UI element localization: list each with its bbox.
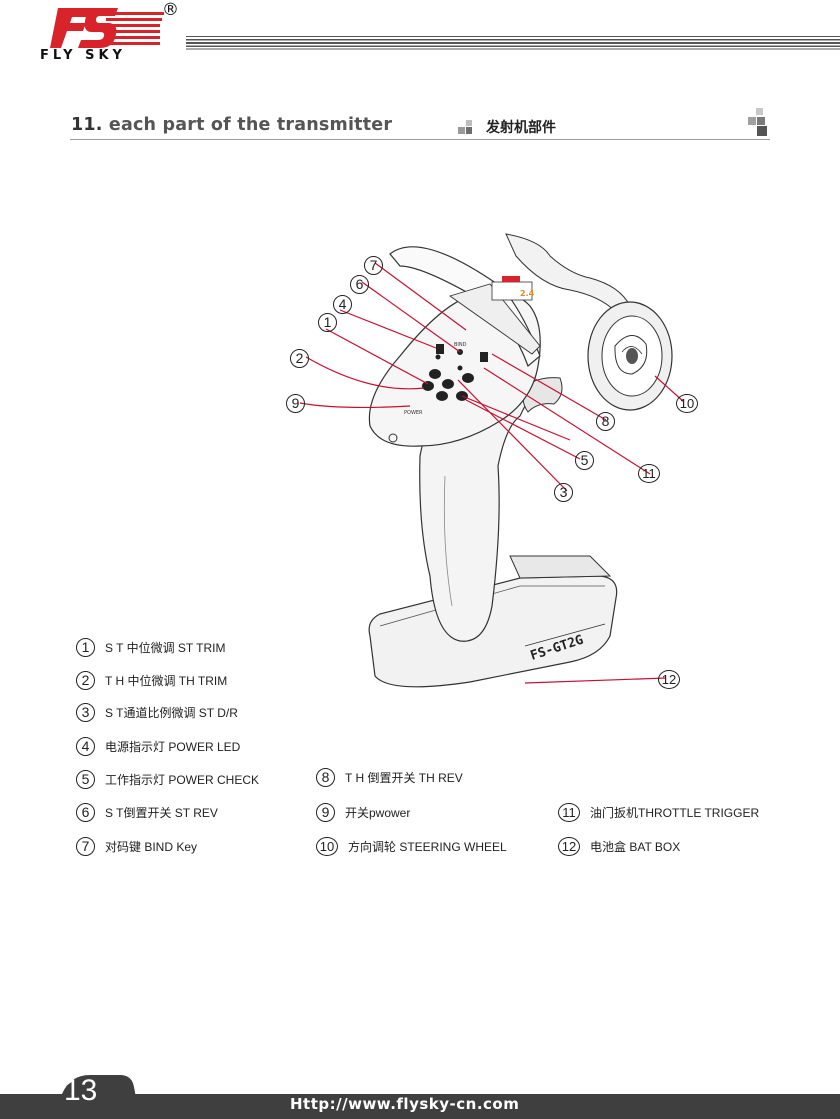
callout-9: 9 [286,392,305,414]
callout-2: 2 [290,347,309,369]
footer-bar [0,1094,840,1119]
legend-text: 开关pwower [345,805,411,820]
squares-icon [458,120,472,134]
callout-4: 4 [333,293,352,315]
legend-text: T H 倒置开关 TH REV [345,770,463,785]
section-title-en: each part of the transmitter [108,115,393,135]
callout-11: 11 [638,462,660,484]
section-underline [70,139,770,140]
legend-text: S T通道比例微调 ST D/R [105,705,238,720]
callout-5: 5 [575,449,594,471]
callout-10: 10 [676,392,698,414]
legend-text: 对码键 BIND Key [105,839,198,854]
callout-6: 6 [350,273,369,295]
section-title-cn: 发射机部件 [486,120,556,136]
section-heading: 11. each part of the transmitter [71,115,392,135]
header-rule-lines [186,36,840,50]
legend-text: 工作指示灯 POWER CHECK [105,772,260,787]
legend-text: 电池盒 BAT BOX [590,839,681,854]
leader-lines [299,262,685,684]
page-number: 13 [64,1074,98,1107]
legend-text: S T倒置开关 ST REV [105,805,218,820]
legend-text: 电源指示灯 POWER LED [105,739,241,754]
transmitter-illustration: 2.4 BIND POWER FS-GT2G [299,233,685,688]
callout-7: 7 [364,254,383,276]
registered-mark: ® [162,0,179,20]
flysky-logo: FLY SKY [40,4,190,64]
fs-logo-mark [50,8,164,48]
callout-1: 1 [318,311,337,333]
bind-label: BIND [454,342,467,348]
callout-12: 12 [658,668,680,690]
section-number: 11. [71,115,103,135]
callout-3: 3 [554,481,573,503]
footer-url[interactable]: Http://www.flysky-cn.com [290,1095,520,1113]
badge-text: 2.4 [520,289,535,298]
callout-8: 8 [596,410,615,432]
power-label: POWER [404,410,423,416]
legend-text: 油门扳机THROTTLE TRIGGER [590,805,760,820]
legend-text: T H 中位微调 TH TRIM [105,673,228,688]
corner-squares-icon [748,108,767,136]
brand-wordmark: FLY SKY [40,48,126,63]
page-number-tab [0,1075,140,1119]
legend-text: S T 中位微调 ST TRIM [105,640,226,655]
legend-text: 方向调轮 STEERING WHEEL [348,839,507,854]
